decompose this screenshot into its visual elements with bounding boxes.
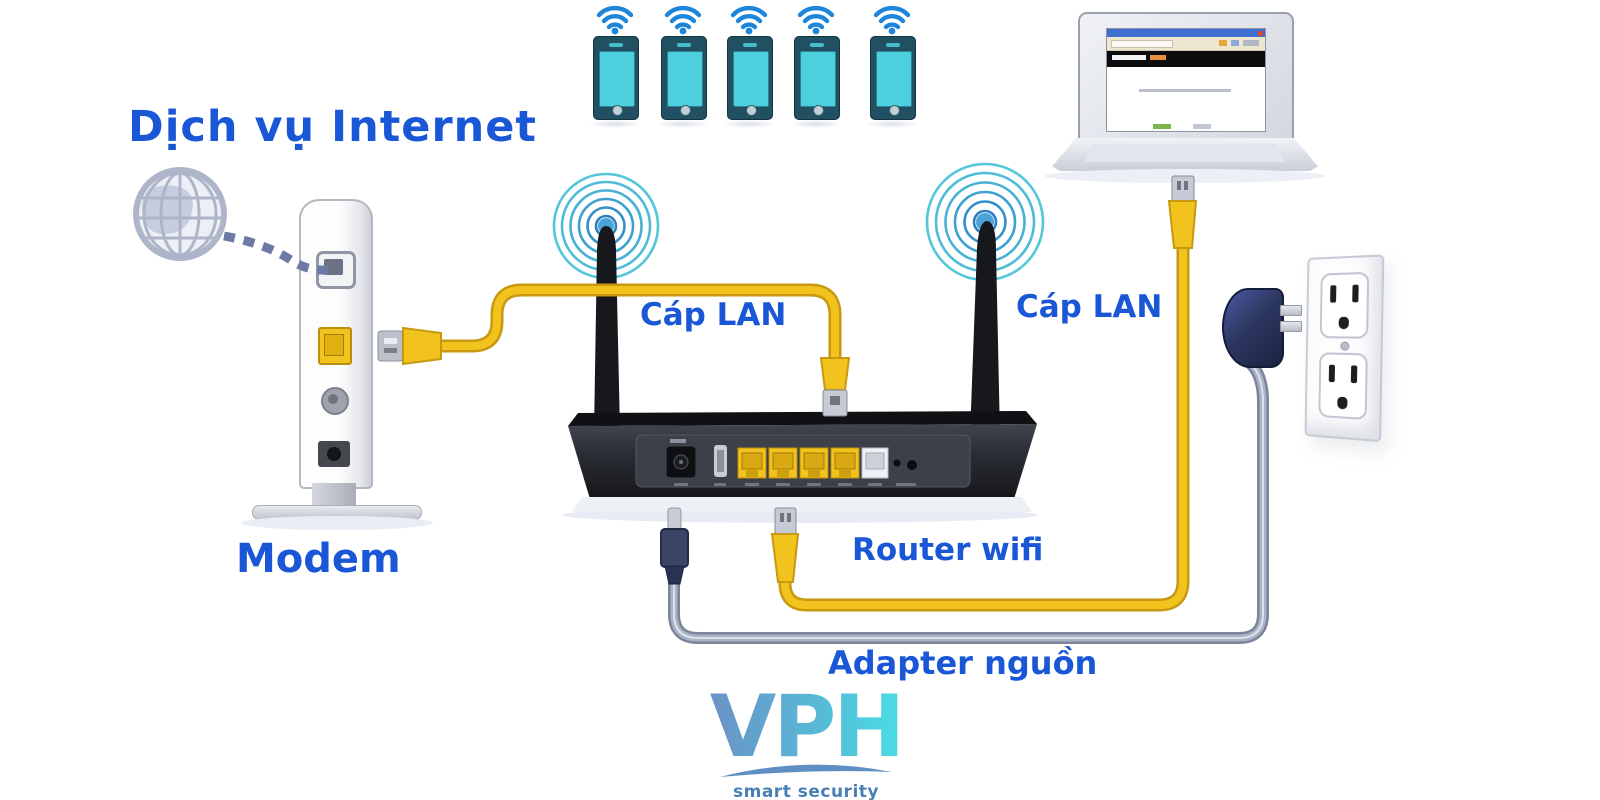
smartphone [656,2,710,128]
home-button-icon [812,105,824,116]
logo-tagline: smart security [733,782,879,800]
reset-button [893,459,901,467]
browser-header-band [1107,51,1265,67]
modem-stand [312,483,356,507]
router-label: Router wifi [852,532,1044,568]
power-plug [1222,288,1302,368]
power-plug-body [1222,288,1284,368]
modem-ethernet-port [318,327,352,365]
phone-body [661,36,707,120]
smartphone [588,2,642,128]
modem-power-port [318,441,350,467]
home-button-icon [888,105,900,116]
power-adapter-label: Adapter nguồn [828,644,1098,682]
antenna-right [970,221,1000,436]
power-cable [660,359,1269,644]
wifi-signal-icon [797,5,835,35]
wifi-signal-icon [596,5,634,35]
rj45-connector [774,507,797,535]
modem [252,199,422,521]
page-title: Dịch vụ Internet [128,102,537,152]
rj45-connector [1171,175,1195,203]
laptop [1050,8,1320,178]
logo-swoosh-icon [720,764,892,777]
home-button-icon [745,105,757,116]
wifi-signal-icon [873,5,911,35]
vph-logo: VPH smart security [686,684,926,800]
logo-text: VPH [686,684,926,770]
wifi-signal-icon [730,5,768,35]
dashed-internet-line [223,231,337,275]
browser-content [1107,67,1265,131]
plug-prong [1280,321,1302,332]
smartphone [722,2,776,128]
lan-ports [737,447,860,479]
browser-titlebar [1107,29,1265,37]
antenna-left [594,226,620,432]
plug-prong [1280,305,1302,316]
lan-cable-label-left: Cáp LAN [640,297,787,333]
home-button-icon [679,105,691,116]
globe-icon [133,167,227,261]
modem-button [321,387,349,415]
modem-shadow [241,516,433,530]
wifi-signal-icon [664,5,702,35]
phone-screen [876,51,912,107]
phone-body [870,36,916,120]
laptop-keyboard-base [1052,138,1318,171]
browser-toolbar [1107,37,1265,51]
laptop-screen [1078,12,1294,146]
browser-window [1106,28,1266,132]
wifi-button [907,460,917,470]
phone-body [727,36,773,120]
phone-screen [599,51,635,107]
phone-body [794,36,840,120]
smartphone [789,2,843,128]
modem-label: Modem [236,536,401,582]
smartphone [865,2,919,128]
home-button-icon [611,105,623,116]
ethernet-cable-router-laptop [770,175,1198,612]
ethernet-cable-modem-router [377,283,851,417]
rj45-connector [377,330,404,362]
router [568,411,1037,512]
phone-body [593,36,639,120]
lan-cable-label-right: Cáp LAN [1016,289,1163,325]
